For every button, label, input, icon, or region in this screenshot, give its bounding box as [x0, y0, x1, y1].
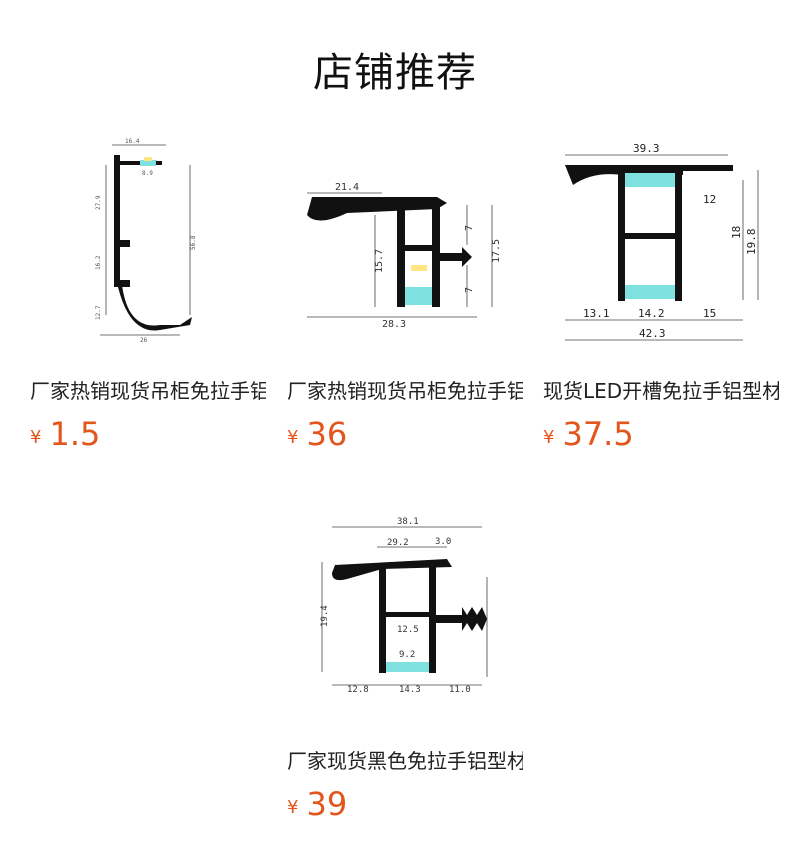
section-title: 店铺推荐	[313, 50, 477, 96]
svg-text:15.7: 15.7	[374, 249, 385, 273]
product-price: ¥36	[287, 415, 347, 453]
svg-text:13.1: 13.1	[583, 307, 610, 320]
product-image[interactable]: 39.3 12 18 19.8 13.1 14.2 15 42.3	[543, 135, 779, 365]
product-price: ¥37.5	[543, 415, 634, 453]
currency-symbol: ¥	[287, 797, 299, 818]
svg-text:12.5: 12.5	[397, 625, 419, 635]
svg-text:12: 12	[703, 193, 716, 206]
product-price: ¥39	[287, 785, 347, 823]
svg-text:15: 15	[703, 307, 716, 320]
svg-text:18: 18	[730, 226, 743, 239]
product-card[interactable]: 16.4 8.9 27.9 56.8 16.2 12.7 26 厂家热销现货吊柜…	[30, 135, 266, 465]
svg-text:7: 7	[464, 225, 475, 231]
svg-text:12.7: 12.7	[95, 305, 102, 320]
svg-text:21.4: 21.4	[335, 182, 359, 193]
product-price: ¥1.5	[30, 415, 100, 453]
product-image[interactable]: 21.4 15.7 7 7 17.5 28.3	[287, 135, 523, 365]
product-name[interactable]: 厂家现货黑色免拉手铝型材	[287, 749, 523, 773]
svg-text:14.3: 14.3	[399, 685, 421, 695]
svg-text:12.8: 12.8	[347, 685, 369, 695]
profile-drawing-1: 16.4 8.9 27.9 56.8 16.2 12.7 26	[95, 138, 197, 344]
svg-text:56.8: 56.8	[190, 235, 197, 250]
product-card[interactable]: 21.4 15.7 7 7 17.5 28.3 厂家热销现货吊柜免拉手铝型材 ¥…	[287, 135, 523, 465]
svg-text:16.2: 16.2	[95, 255, 102, 270]
product-name[interactable]: 厂家热销现货吊柜免拉手铝型材	[287, 379, 523, 403]
price-value: 39	[306, 785, 348, 823]
svg-text:29.2: 29.2	[387, 538, 409, 548]
svg-text:28.3: 28.3	[382, 319, 406, 330]
svg-text:14.2: 14.2	[638, 307, 665, 320]
svg-text:16.4: 16.4	[125, 138, 140, 145]
price-value: 1.5	[49, 415, 101, 453]
profile-drawing-3: 39.3 12 18 19.8 13.1 14.2 15 42.3	[565, 142, 759, 341]
svg-text:11.0: 11.0	[449, 685, 471, 695]
product-name[interactable]: 现货LED开槽免拉手铝型材	[543, 379, 779, 403]
currency-symbol: ¥	[543, 427, 555, 448]
svg-text:19.8: 19.8	[745, 229, 758, 256]
svg-text:7: 7	[464, 287, 475, 293]
svg-text:3.0: 3.0	[435, 537, 451, 547]
currency-symbol: ¥	[287, 427, 299, 448]
price-value: 36	[306, 415, 348, 453]
svg-text:39.3: 39.3	[633, 142, 660, 155]
svg-text:42.3: 42.3	[639, 327, 666, 340]
profile-drawing-2: 21.4 15.7 7 7 17.5 28.3	[307, 182, 502, 330]
svg-text:26: 26	[140, 337, 148, 344]
svg-text:19.4: 19.4	[320, 605, 330, 627]
price-value: 37.5	[562, 415, 634, 453]
product-card[interactable]: 38.1 29.2 3.0 19.4 12.5 9.2 12.8 14.3 11…	[287, 507, 523, 837]
svg-text:9.2: 9.2	[399, 650, 415, 660]
product-card[interactable]: 39.3 12 18 19.8 13.1 14.2 15 42.3 现货LED开…	[543, 135, 779, 465]
svg-text:17.5: 17.5	[491, 239, 502, 263]
product-image[interactable]: 16.4 8.9 27.9 56.8 16.2 12.7 26	[30, 135, 266, 365]
svg-text:8.9: 8.9	[142, 170, 153, 177]
profile-drawing-4: 38.1 29.2 3.0 19.4 12.5 9.2 12.8 14.3 11…	[320, 517, 488, 695]
product-image[interactable]: 38.1 29.2 3.0 19.4 12.5 9.2 12.8 14.3 11…	[287, 507, 523, 737]
svg-text:38.1: 38.1	[397, 517, 419, 527]
currency-symbol: ¥	[30, 427, 42, 448]
svg-text:27.9: 27.9	[95, 195, 102, 210]
product-name[interactable]: 厂家热销现货吊柜免拉手铝型材	[30, 379, 266, 403]
